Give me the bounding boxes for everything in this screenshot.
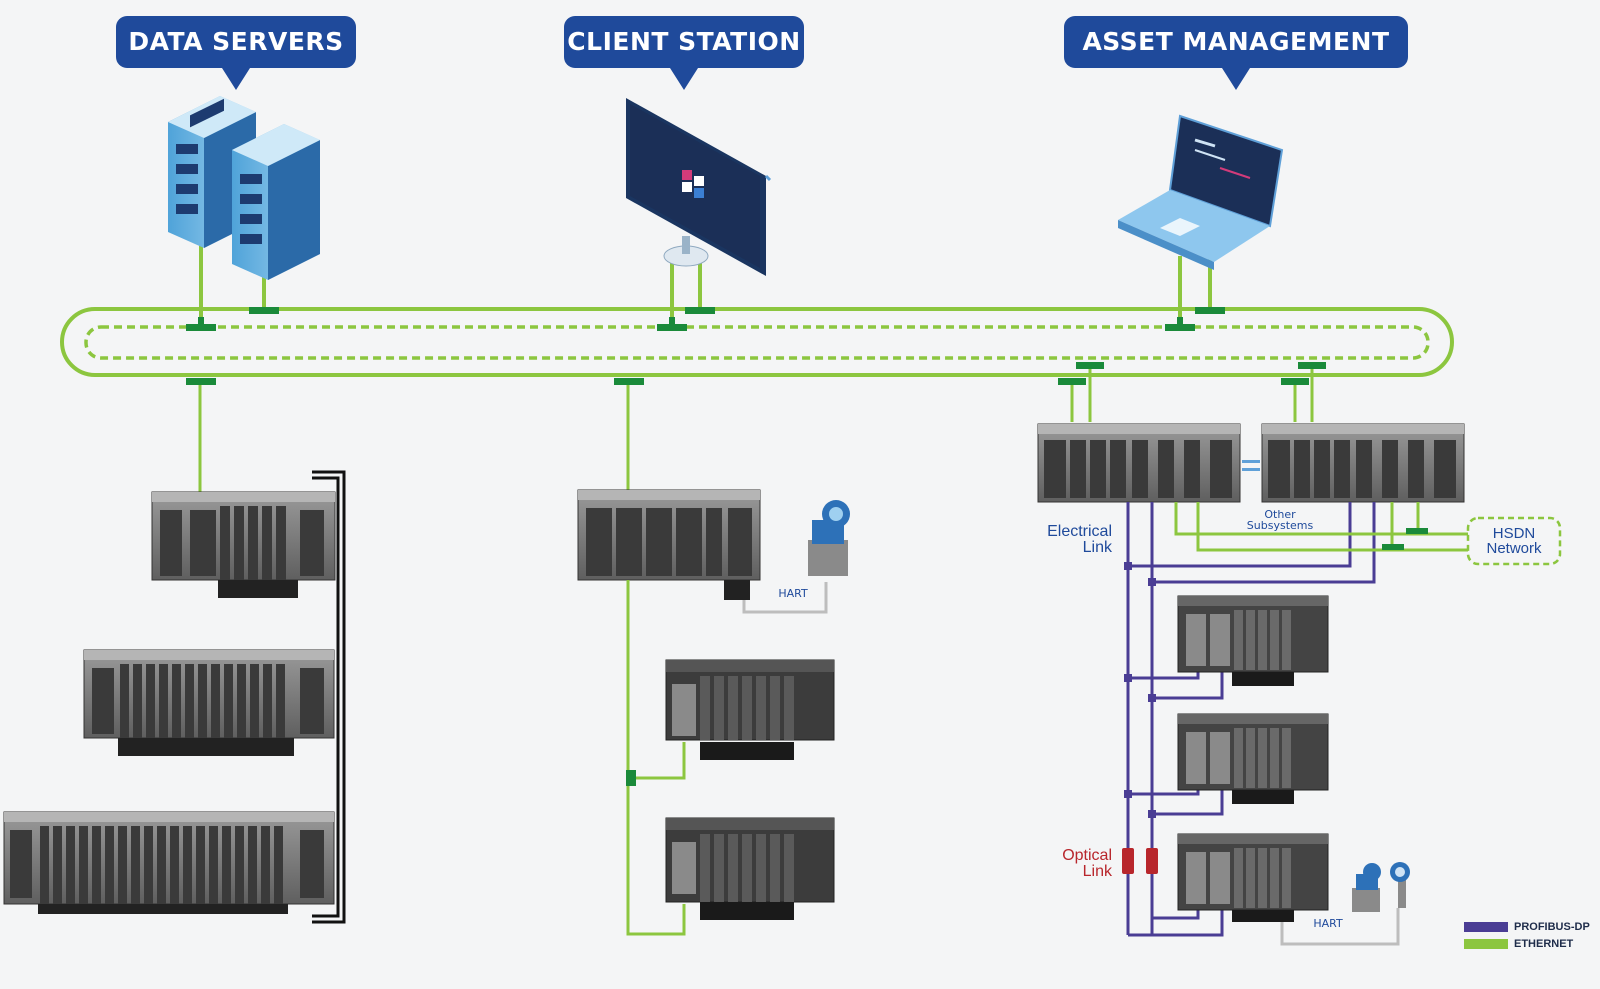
hsdn-network-cloud <box>1466 516 1562 566</box>
asset-management-laptop-icon <box>1118 114 1284 270</box>
left-io-racks <box>3 470 346 924</box>
ethernet-drops-bottom <box>198 362 1314 492</box>
legend-swatch-ethernet <box>1464 938 1508 949</box>
optical-link-label: Optical Link <box>1020 848 1112 880</box>
optical-link-line-2: Link <box>1082 863 1112 880</box>
hsdn-network-line-1: HSDN <box>1492 525 1536 542</box>
legend-item-ethernet: ETHERNET <box>1464 935 1590 952</box>
optical-link-line-1: Optical <box>1062 847 1112 864</box>
client-station-callout: CLIENT STATION <box>564 16 804 90</box>
right-transmitters-icon <box>1352 862 1410 912</box>
data-server-icon <box>168 96 320 280</box>
hsdn-network-line-2: Network <box>1486 540 1542 557</box>
ring-connectors-bottom <box>186 362 1326 385</box>
other-subsystems-line-2: Subsystems <box>1246 519 1314 532</box>
legend: PROFIBUS-DP ETHERNET <box>1464 918 1590 952</box>
asset-management-callout: ASSET MANAGEMENT <box>1064 16 1408 90</box>
ethernet-ring <box>60 307 1454 377</box>
hsdn-connectors <box>1382 528 1428 550</box>
legend-item-profibus: PROFIBUS-DP <box>1464 918 1590 935</box>
hsdn-network-label: HSDN Network <box>1468 526 1560 556</box>
ring-connectors-top <box>186 307 1225 331</box>
legend-swatch-profibus <box>1464 921 1508 932</box>
electrical-link-label: Electrical Link <box>1020 524 1112 556</box>
legend-label-ethernet: ETHERNET <box>1514 937 1574 950</box>
profibus-connectors <box>1124 562 1156 818</box>
other-subsystems-line-1: Other <box>1264 508 1296 521</box>
hsdn-ethernet-lines <box>1174 502 1468 552</box>
right-remote-io-racks <box>1177 595 1400 946</box>
client-station-monitor-icon <box>626 98 772 276</box>
other-subsystems-label: Other Subsystems <box>1240 509 1320 531</box>
electrical-link-line-1: Electrical <box>1047 523 1112 540</box>
hart-label-center: HART <box>778 587 808 600</box>
optical-link-couplers <box>1122 848 1158 874</box>
legend-label-profibus: PROFIBUS-DP <box>1514 920 1590 933</box>
electrical-link-line-2: Link <box>1082 539 1112 556</box>
right-controller-panels <box>1037 423 1465 503</box>
center-io-racks <box>577 489 835 936</box>
hart-label-right: HART <box>1313 917 1343 930</box>
data-servers-callout: DATA SERVERS <box>116 16 356 90</box>
center-pressure-transmitter-icon <box>808 500 850 576</box>
profibus-lines <box>1126 502 1376 937</box>
